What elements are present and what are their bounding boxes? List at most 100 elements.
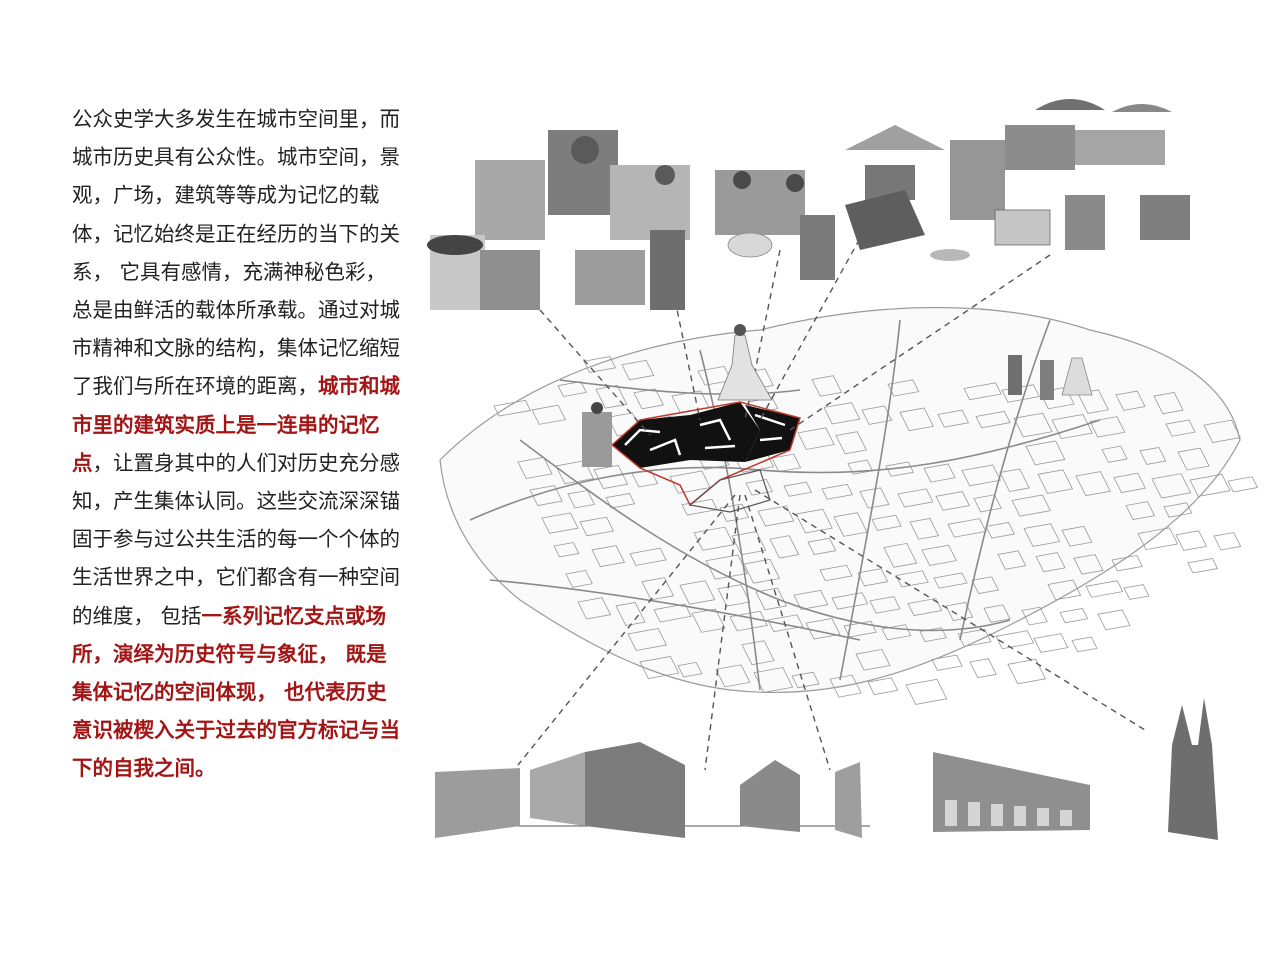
map-block xyxy=(881,624,912,641)
market-tent xyxy=(845,125,945,150)
map-block xyxy=(741,640,775,666)
map-block xyxy=(871,514,902,531)
map-block xyxy=(835,431,867,455)
map-block xyxy=(591,545,626,568)
market-umbrella-2 xyxy=(1112,104,1172,112)
map-block xyxy=(579,516,615,537)
map-block xyxy=(823,402,861,425)
article-paragraph: 公众史学大多发生在城市空间里，而城市历史具有公众性。城市空间，景观，广场，建筑等… xyxy=(72,100,402,788)
map-block xyxy=(1175,530,1208,551)
map-block xyxy=(1153,392,1184,415)
map-block xyxy=(1113,472,1146,493)
map-block xyxy=(897,488,934,508)
figure-couple-right-2 xyxy=(1040,360,1054,400)
map-block xyxy=(795,508,833,534)
map-block xyxy=(1089,416,1126,438)
map-block xyxy=(821,483,853,500)
map-block xyxy=(1189,473,1231,497)
map-block xyxy=(1021,606,1048,626)
map-block xyxy=(1007,658,1047,685)
photo-people-1 xyxy=(475,160,545,240)
map-block xyxy=(1025,440,1066,466)
map-block xyxy=(931,654,963,671)
map-block xyxy=(1061,525,1093,547)
map-block xyxy=(577,597,612,620)
map-block xyxy=(1075,471,1111,497)
map-block xyxy=(1125,501,1156,520)
map-block xyxy=(1177,447,1210,471)
map-block xyxy=(997,550,1027,570)
map-block xyxy=(1111,555,1143,572)
map-block xyxy=(1165,419,1196,437)
map-block xyxy=(771,453,802,473)
figure-couple-right-1 xyxy=(1008,355,1022,395)
memory-block-outline xyxy=(610,401,801,507)
map-block xyxy=(1213,532,1242,551)
map-block xyxy=(753,667,794,693)
map-block xyxy=(867,677,899,696)
map-block xyxy=(719,503,750,522)
map-block xyxy=(677,661,703,678)
map-block xyxy=(869,596,901,614)
map-block xyxy=(907,598,943,616)
map-block xyxy=(757,505,795,527)
building-tower-block xyxy=(740,760,800,832)
map-block xyxy=(933,572,968,589)
map-block xyxy=(755,587,788,611)
map-block xyxy=(1115,390,1146,411)
figure-couple-left xyxy=(582,412,612,467)
map-block xyxy=(615,602,646,627)
building-street-view xyxy=(530,752,585,826)
map-block xyxy=(717,584,751,607)
map-block xyxy=(855,648,891,671)
map-block xyxy=(731,531,767,556)
map-block xyxy=(783,481,813,497)
map-block xyxy=(973,494,1002,513)
map-block xyxy=(937,409,970,428)
memory-blocks xyxy=(610,401,801,513)
map-block xyxy=(621,359,655,381)
map-block xyxy=(829,674,862,698)
map-block xyxy=(493,399,532,417)
map-block xyxy=(1151,473,1192,499)
map-block xyxy=(583,356,617,373)
map-block xyxy=(957,628,992,647)
map-block xyxy=(1023,523,1061,547)
city-map xyxy=(439,306,1259,705)
map-block xyxy=(1013,412,1053,438)
map-block xyxy=(1097,609,1131,631)
map-block xyxy=(975,410,1011,429)
map-block xyxy=(531,404,567,425)
map-block xyxy=(1227,476,1259,493)
building-shopfront xyxy=(435,768,520,838)
article-text: 公众史学大多发生在城市空间里，而城市历史具有公众性。城市空间，景观，广场，建筑等… xyxy=(72,100,402,788)
map-block xyxy=(1039,386,1075,410)
map-blocks xyxy=(493,356,1259,705)
map-block xyxy=(769,535,800,559)
photo-people-3 xyxy=(480,250,540,310)
map-block xyxy=(797,427,835,450)
map-block xyxy=(553,542,580,558)
map-block xyxy=(1203,419,1241,443)
map-block xyxy=(885,461,915,477)
map-block xyxy=(629,547,667,566)
map-block xyxy=(921,544,957,566)
map-block xyxy=(1059,607,1089,624)
map-block xyxy=(831,592,869,610)
map-block xyxy=(641,577,675,601)
map-block xyxy=(639,656,680,680)
map-block xyxy=(861,405,893,425)
map-block xyxy=(923,463,956,483)
architecture-strip xyxy=(435,698,1218,840)
map-block xyxy=(1037,469,1074,494)
map-block xyxy=(883,542,918,568)
map-block xyxy=(517,456,553,479)
photo-people-2 xyxy=(610,165,690,240)
map-block xyxy=(693,526,735,551)
map-figures xyxy=(582,324,1093,467)
map-block xyxy=(557,381,587,397)
map-block xyxy=(1123,584,1150,600)
map-block xyxy=(1187,558,1219,574)
map-block xyxy=(1077,389,1109,414)
